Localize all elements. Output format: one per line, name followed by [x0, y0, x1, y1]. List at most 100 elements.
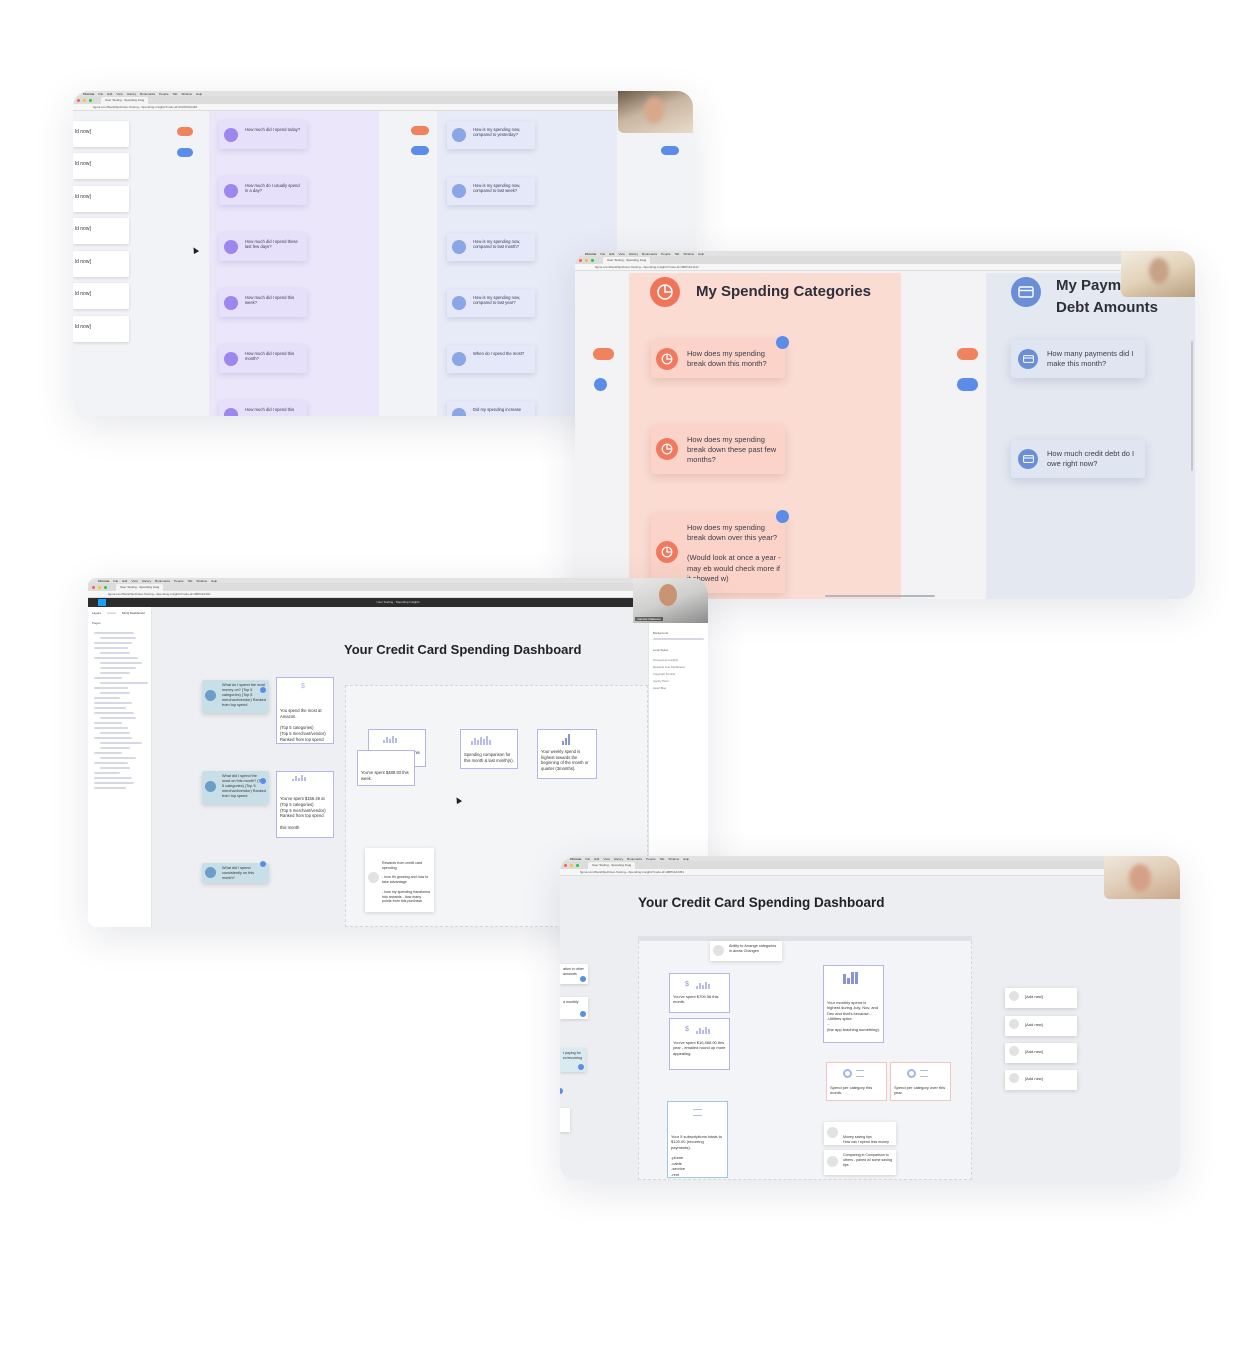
insight-question-card[interactable]: What did I spend the most on this month?…	[202, 771, 269, 804]
insight-card[interactable]: Rewards from credit card spending - how …	[365, 848, 434, 912]
insight-card[interactable]: You've spent $709.58 this month.	[368, 729, 426, 767]
layer-row[interactable]	[100, 717, 136, 719]
question-card[interactable]: How is my spending now, compared to yest…	[447, 121, 535, 149]
close-window-icon[interactable]	[579, 258, 582, 262]
menu-window[interactable]: Window	[668, 856, 680, 861]
layer-row[interactable]	[100, 742, 142, 744]
blue-pill[interactable]	[957, 378, 978, 391]
maximize-window-icon[interactable]	[104, 585, 107, 589]
insight-card[interactable]: Your 5 subscriptions totals to $120.00 (…	[667, 1101, 728, 1178]
layer-row[interactable]	[100, 667, 136, 669]
orange-pill[interactable]	[177, 127, 193, 136]
blue-pill[interactable]	[411, 146, 429, 155]
layer-row[interactable]	[94, 752, 122, 754]
menu-history[interactable]: History	[126, 91, 137, 96]
layer-row[interactable]	[100, 652, 130, 654]
layer-row[interactable]	[94, 727, 128, 729]
menu-bookmarks[interactable]: Bookmarks	[642, 251, 658, 256]
menu-window[interactable]: Window	[683, 251, 695, 256]
add-new-card[interactable]: [Add new]	[1005, 988, 1077, 1008]
menu-view[interactable]: View	[116, 91, 123, 96]
browser-tab[interactable]: User Testing - Spending Insig	[101, 96, 149, 104]
menu-help[interactable]: Help	[683, 856, 690, 861]
blue-marker[interactable]	[776, 510, 789, 523]
menu-window[interactable]: Window	[181, 91, 193, 96]
insight-card[interactable]: $ You've spent $10,468.00 this year - em…	[669, 1018, 730, 1070]
menu-edit[interactable]: Edit	[107, 91, 113, 96]
blue-pill[interactable]	[661, 146, 679, 155]
blue-marker[interactable]	[260, 687, 266, 693]
add-new-card[interactable]: [Add new]	[1005, 1043, 1077, 1063]
blue-marker[interactable]	[580, 1011, 586, 1017]
menu-tab[interactable]: Tab	[172, 91, 178, 96]
menu-bookmarks[interactable]: Bookmarks	[627, 856, 643, 861]
insight-question-card[interactable]: What do I spend the most money on? (Top …	[202, 680, 269, 713]
menu-history[interactable]: History	[141, 578, 152, 583]
question-card[interactable]: How much did I spend this week?	[219, 289, 307, 317]
menu-tab[interactable]: Tab	[674, 251, 680, 256]
layer-row[interactable]	[100, 767, 130, 769]
layer-row[interactable]	[94, 702, 132, 704]
insight-card[interactable]: Ability to Arrange categories in areas C…	[710, 941, 782, 961]
insight-card[interactable]: Money saving tips How can I spend less m…	[824, 1122, 896, 1145]
close-window-icon[interactable]	[564, 863, 567, 867]
question-card[interactable]: When do I spend the most?	[447, 345, 535, 373]
insight-card[interactable]: ation in other amounts	[560, 964, 588, 984]
insight-card[interactable]: Your weekly spend is highest towards the…	[537, 729, 597, 779]
blue-marker[interactable]	[776, 336, 789, 349]
menu-chrome[interactable]: Chrome	[585, 251, 597, 256]
menu-people[interactable]: People	[646, 856, 656, 861]
menu-people[interactable]: People	[661, 251, 671, 256]
category-card[interactable]: How does my spending break down this mon…	[651, 336, 789, 378]
question-card[interactable]: How much did I spend these last few days…	[219, 233, 307, 261]
layer-row[interactable]	[94, 677, 122, 679]
layer-row[interactable]	[100, 732, 130, 734]
layer-row[interactable]	[94, 722, 122, 724]
layer-row[interactable]	[94, 642, 132, 644]
menu-chrome[interactable]: Chrome	[98, 578, 110, 583]
layer-row[interactable]	[94, 657, 138, 659]
close-window-icon[interactable]	[77, 98, 80, 102]
layer-row[interactable]	[94, 777, 132, 779]
category-card[interactable]: How does my spending break down these pa…	[651, 426, 785, 474]
minimize-window-icon[interactable]	[585, 258, 588, 262]
address-bar[interactable]: figma.com/file/aKfjud/User-Testing---Spe…	[88, 591, 708, 598]
payments-card[interactable]: How much credit debt do I owe right now?	[1011, 440, 1145, 478]
question-card[interactable]: How much did I spend this	[219, 401, 307, 416]
layer-row[interactable]	[100, 692, 130, 694]
menu-edit[interactable]: Edit	[609, 251, 615, 256]
blue-marker[interactable]	[580, 976, 586, 982]
tab-dashboard[interactable]: MCQ Dashboard	[122, 611, 145, 615]
insight-question-card[interactable]: What did I spend consistently on this mo…	[202, 861, 269, 883]
insight-card[interactable]: t paying for ex/recurring	[560, 1048, 586, 1072]
menu-window[interactable]: Window	[196, 578, 208, 583]
layer-row[interactable]	[100, 757, 136, 759]
insight-card[interactable]: Your monthly spend is highest during Jul…	[823, 965, 884, 1043]
menu-chrome[interactable]: Chrome	[570, 856, 582, 861]
insight-card[interactable]: Spend per category this month.	[826, 1062, 887, 1101]
panel-style-1[interactable]: Grouped as Insights	[653, 658, 679, 662]
minimize-window-icon[interactable]	[98, 585, 101, 589]
question-card[interactable]: How much did I spend today?	[219, 121, 307, 149]
panel-style-3[interactable]: Copyright Symbol	[653, 672, 676, 676]
layer-row[interactable]	[100, 662, 142, 664]
horizontal-scrollbar[interactable]	[825, 595, 935, 597]
insight-card[interactable]: Spend per category over this year.	[890, 1062, 951, 1101]
menu-history[interactable]: History	[613, 856, 624, 861]
layer-row[interactable]	[94, 772, 120, 774]
menu-file[interactable]: File	[585, 856, 591, 861]
menu-help[interactable]: Help	[211, 578, 218, 583]
menu-bookmarks[interactable]: Bookmarks	[140, 91, 156, 96]
orange-pill[interactable]	[593, 348, 614, 360]
layer-row[interactable]	[100, 637, 136, 639]
browser-tab[interactable]: User Testing - Spending Insig	[603, 256, 651, 264]
layer-row[interactable]	[94, 787, 126, 789]
blue-marker[interactable]	[260, 778, 266, 784]
address-bar[interactable]: figma.com/file/aKfjud/User-Testing---Spe…	[575, 264, 1195, 271]
menu-view[interactable]: View	[131, 578, 138, 583]
layer-row[interactable]	[94, 687, 128, 689]
question-card[interactable]: Did my spending increase	[447, 401, 535, 416]
blue-dot[interactable]	[594, 378, 607, 391]
layer-row[interactable]	[94, 712, 134, 714]
layer-row[interactable]	[100, 682, 148, 684]
